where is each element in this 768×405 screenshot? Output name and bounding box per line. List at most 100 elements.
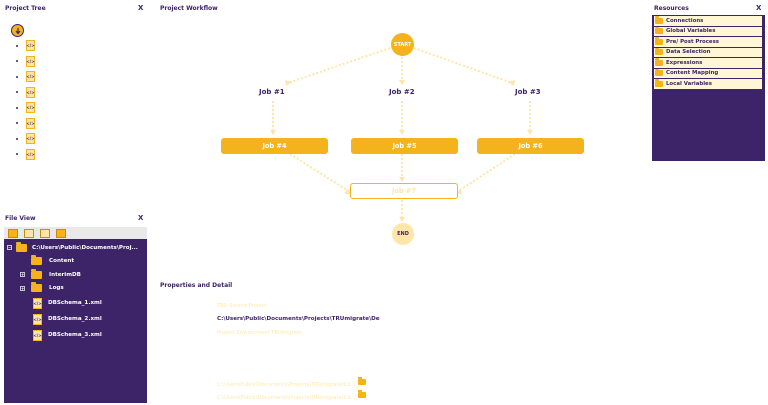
root-path: C:\Users\Public\Documents\Proj... [32, 244, 138, 251]
tree-item[interactable]: </> [16, 38, 35, 54]
folder-name: InterimDB [49, 271, 81, 278]
arrow-down-icon [15, 27, 20, 34]
tree-item[interactable]: </> [16, 54, 35, 70]
job-3-label[interactable]: Job #3 [515, 88, 541, 96]
resource-local-variables[interactable]: Local Variables [654, 79, 762, 89]
workflow-start-node[interactable]: START [391, 33, 414, 56]
content-path-2[interactable]: C:\Users\Public\Documents\Projects\TRUmi… [217, 395, 356, 401]
folder-icon [31, 268, 42, 279]
job-7-button[interactable]: Job #7 [350, 183, 458, 199]
new-folder-icon[interactable] [8, 228, 18, 238]
workflow-connectors [270, 47, 533, 222]
file-view-title: File View [5, 215, 36, 222]
tree-item[interactable]: </> [16, 69, 35, 85]
resource-label: Pre/ Post Process [666, 38, 720, 45]
folder-row[interactable]: + Logs [4, 282, 147, 296]
tree-bullet [16, 122, 18, 125]
tree-bullet [16, 137, 18, 140]
file-row[interactable]: </> DBSchema_1.xml [4, 295, 147, 311]
folder-row[interactable]: + InterimDB [4, 268, 147, 282]
file-view-toolbar [4, 227, 147, 239]
resource-global-variables[interactable]: Global Variables [654, 26, 762, 36]
job-4-button[interactable]: Job #4 [221, 138, 328, 154]
expand-icon[interactable]: + [20, 285, 25, 291]
resource-expressions[interactable]: Expressions [654, 58, 762, 68]
tree-bullet [16, 91, 18, 94]
resource-data-selection[interactable]: Data Selection [654, 47, 762, 57]
tree-item[interactable]: </> [16, 131, 35, 147]
folder-icon [655, 58, 663, 66]
xml-file-icon: </> [33, 297, 42, 309]
file-name: DBSchema_2.xml [48, 316, 102, 322]
environment-label: Project Environment TRUmigrate [217, 330, 303, 336]
file-view-close-button[interactable]: X [138, 214, 144, 222]
tree-bullet [16, 44, 18, 47]
tree-bullet [16, 60, 18, 63]
source-project-path[interactable]: C:\Users\Public\Documents\Projects\TRUmi… [217, 316, 380, 322]
file-row[interactable]: </> DBSchema_3.xml [4, 327, 147, 343]
job-1-label[interactable]: Job #1 [259, 88, 285, 96]
project-tree-list: </> </> </> </> </> </> </> </> [16, 38, 35, 162]
resource-label: Data Selection [666, 49, 711, 56]
collapse-icon[interactable]: − [7, 245, 12, 251]
file-view-root[interactable]: − C:\Users\Public\Documents\Proj... [4, 241, 147, 255]
expand-icon[interactable]: + [20, 272, 25, 278]
resource-label: Connections [666, 17, 704, 24]
xml-file-icon: </> [33, 313, 42, 325]
folder-name: Logs [49, 285, 64, 292]
resource-label: Content Mapping [666, 70, 719, 77]
tree-bullet [16, 75, 18, 78]
file-row[interactable]: </> DBSchema_2.xml [4, 311, 147, 327]
xml-file-icon: </> [26, 55, 35, 67]
tree-item[interactable]: </> [16, 85, 35, 101]
tree-item[interactable]: </> [16, 147, 35, 163]
xml-file-icon: </> [33, 329, 42, 341]
project-root-icon[interactable] [11, 24, 24, 37]
folder-icon [31, 282, 42, 293]
folder-icon [655, 37, 663, 45]
resource-pre-post-process[interactable]: Pre/ Post Process [654, 37, 762, 47]
browse-folder-icon[interactable] [358, 390, 367, 398]
xml-file-icon: </> [26, 102, 35, 114]
tree-item[interactable]: </> [16, 116, 35, 132]
tree-bullet [16, 106, 18, 109]
folder-icon [655, 16, 663, 24]
file-name: DBSchema_1.xml [48, 300, 102, 306]
xml-file-icon: </> [26, 71, 35, 83]
new-file-icon[interactable] [24, 228, 34, 238]
xml-file-icon: </> [26, 40, 35, 52]
xml-file-icon: </> [26, 86, 35, 98]
path-row-2: C:\Users\Public\Documents\Projects\TRUmi… [217, 384, 367, 403]
folder-icon [655, 26, 663, 35]
job-6-button[interactable]: Job #6 [477, 138, 584, 154]
resource-connections[interactable]: Connections [654, 16, 762, 26]
folder-name: Content [49, 258, 75, 265]
path-row-1: C:\Users\Public\Documents\Projects\TRUmi… [217, 371, 367, 390]
workflow-end-node[interactable]: END [392, 223, 414, 245]
tree-bullet [16, 153, 18, 156]
job-2-label[interactable]: Job #2 [389, 88, 415, 96]
project-tree-title: Project Tree [5, 5, 46, 12]
resources-close-button[interactable]: X [756, 4, 762, 12]
folder-icon [31, 255, 42, 266]
resource-label: Expressions [666, 59, 703, 66]
resource-content-mapping[interactable]: Content Mapping [654, 68, 762, 78]
project-tree-close-button[interactable]: X [138, 4, 144, 12]
xml-file-icon: </> [26, 133, 35, 145]
content-path-1[interactable]: C:\Users\Public\Documents\Projects\TRUmi… [217, 382, 356, 388]
file-view-panel: − C:\Users\Public\Documents\Proj... Cont… [4, 227, 147, 403]
folder-icon [16, 241, 27, 252]
job-5-button[interactable]: Job #5 [351, 138, 458, 154]
resources-panel: Connections Global Variables Pre/ Post P… [652, 15, 765, 161]
delete-file-icon[interactable] [40, 228, 50, 238]
xml-file-icon: </> [26, 117, 35, 129]
folder-icon [655, 47, 663, 56]
folder-icon [655, 79, 663, 87]
tree-item[interactable]: </> [16, 100, 35, 116]
properties-title: Properties and Detail [160, 282, 233, 289]
browse-folder-icon[interactable] [358, 377, 367, 385]
folder-row[interactable]: Content [4, 255, 147, 269]
source-project-label: TRU Source Project [217, 303, 267, 309]
resources-title: Resources [654, 5, 689, 12]
refresh-folder-icon[interactable] [56, 228, 66, 238]
